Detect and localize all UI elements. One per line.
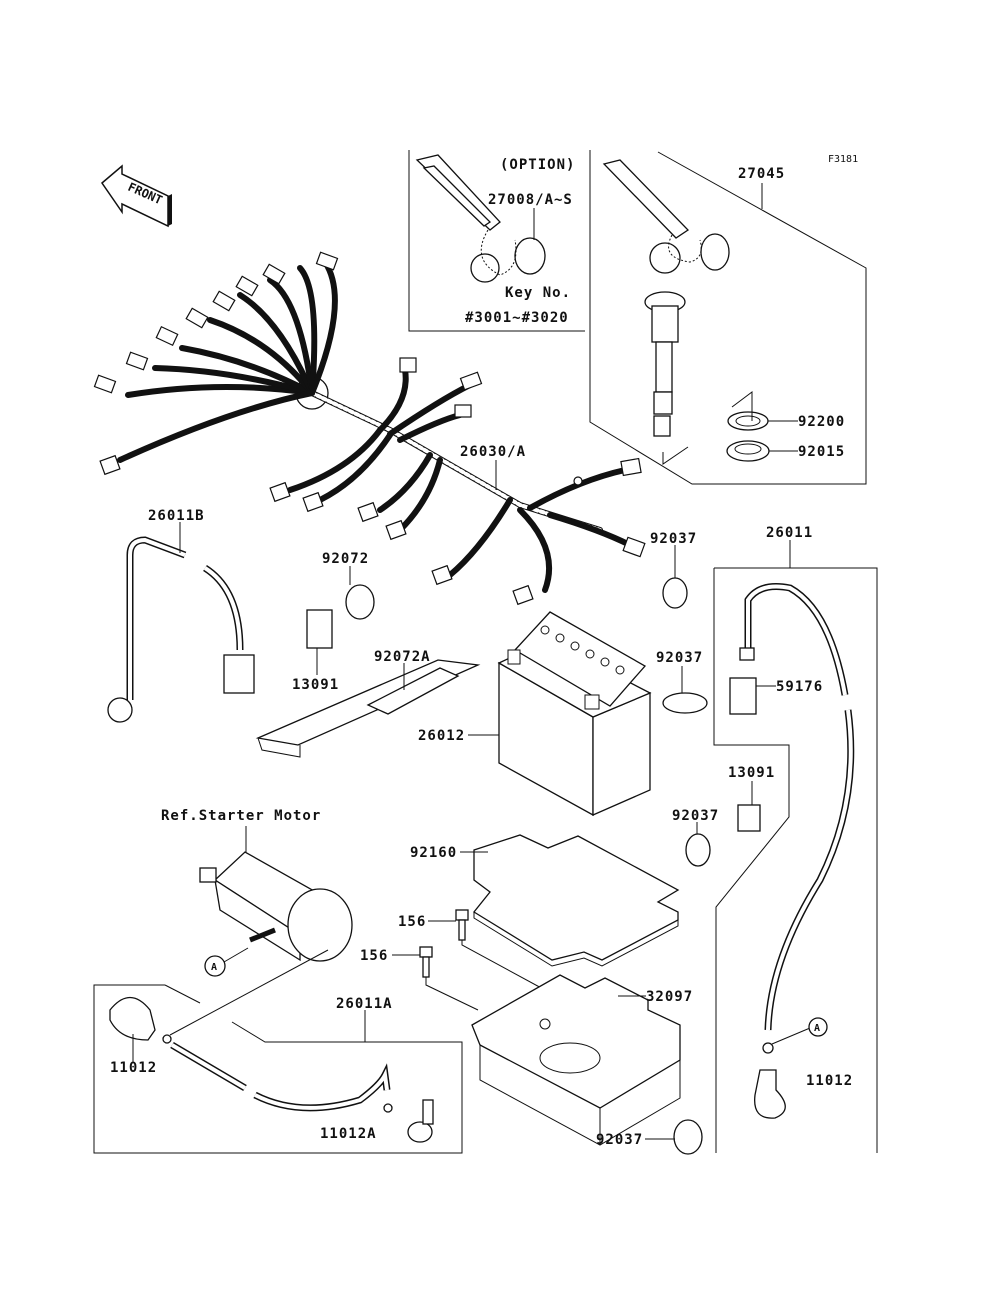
cable-a-box: 26011A 11012 11012A — [93, 984, 463, 1154]
ignition-switch-box: 27045 92200 92015 — [589, 150, 867, 485]
battery-icon — [497, 611, 652, 817]
nut-icon — [726, 440, 770, 462]
callout-11012-right: 11012 — [806, 1073, 853, 1089]
key-no-label: Key No. — [505, 285, 571, 301]
callout-156-upper: 156 — [398, 914, 426, 930]
ignition-key-icon — [602, 159, 730, 274]
callout-26011b: 26011B — [148, 508, 205, 524]
terminal-cap-icon — [754, 1069, 786, 1119]
key-no-range: #3001~#3020 — [465, 310, 569, 326]
callout-59176: 59176 — [776, 679, 823, 695]
front-arrow-icon: FRONT — [100, 164, 172, 228]
callout-92037-bottom: 92037 — [596, 1132, 643, 1148]
callout-92037-battery: 92037 — [656, 650, 703, 666]
clamp-icon — [673, 1119, 703, 1155]
option-part-number: 27008/A~S — [488, 192, 573, 208]
callout-156-lower: 156 — [360, 948, 388, 964]
callout-92015: 92015 — [798, 444, 845, 460]
callout-11012-left: 11012 — [110, 1060, 157, 1076]
clamp-icon — [662, 577, 688, 609]
callout-92072a: 92072A — [374, 649, 431, 665]
ref-a-left-icon — [204, 955, 226, 977]
battery-cable-box: 26011 59176 13091 A 11012 — [713, 525, 878, 1153]
key-fob-icon — [415, 154, 546, 283]
ignition-switch-icon — [644, 291, 686, 437]
terminal-cover-icon — [729, 677, 757, 715]
terminal-cap-a-icon — [407, 1099, 434, 1143]
figure-code: F3181 — [828, 154, 858, 165]
fuse-cover-icon — [306, 609, 333, 649]
ref-a-left: A — [211, 962, 217, 973]
battery-case-icon — [471, 974, 681, 1146]
fuse-cover-icon — [737, 804, 761, 832]
callout-26012: 26012 — [418, 728, 465, 744]
battery-cable-b-icon — [107, 536, 255, 723]
ref-a-right: A — [814, 1023, 820, 1034]
callout-13091-left: 13091 — [292, 677, 339, 693]
clamp-icon — [685, 833, 711, 867]
starter-motor-icon — [199, 851, 353, 962]
ref-a-right-icon — [808, 1017, 828, 1037]
terminal-cap-icon — [109, 996, 156, 1041]
callout-92037-upper: 92037 — [650, 531, 697, 547]
callout-11012a: 11012A — [320, 1126, 377, 1142]
callout-13091-right: 13091 — [728, 765, 775, 781]
band-clamp-icon — [345, 584, 375, 620]
option-title: (OPTION) — [500, 157, 575, 173]
callout-92037-mid: 92037 — [672, 808, 719, 824]
callout-32097: 32097 — [646, 989, 693, 1005]
callout-26030-a: 26030/A — [460, 444, 526, 460]
option-box: (OPTION) 27008/A~S Key No. #3001~#3020 — [408, 150, 585, 332]
callout-26011a: 26011A — [336, 996, 393, 1012]
callout-starter-ref: Ref.Starter Motor — [161, 808, 321, 824]
clamp-icon — [662, 692, 708, 714]
callout-92200: 92200 — [798, 414, 845, 430]
bolt-icon — [455, 909, 469, 941]
callout-92072: 92072 — [322, 551, 369, 567]
wiring-harness-icon — [93, 251, 646, 606]
callout-26011: 26011 — [766, 525, 813, 541]
battery-pad-icon — [473, 834, 680, 967]
battery-band-icon — [255, 659, 481, 758]
bolt-icon — [419, 946, 433, 978]
washer-icon — [727, 391, 769, 431]
callout-92160: 92160 — [410, 845, 457, 861]
callout-27045: 27045 — [738, 166, 785, 182]
